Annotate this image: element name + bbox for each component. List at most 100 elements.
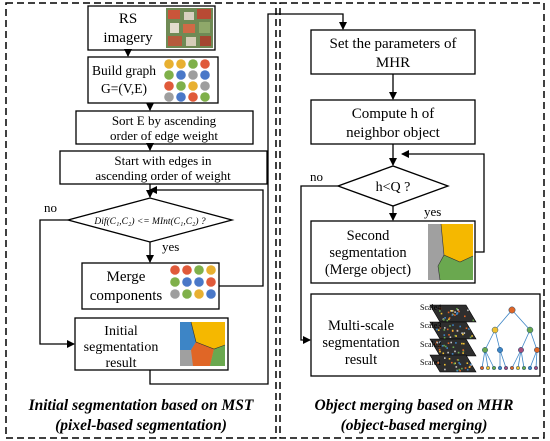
- graph-dot: [188, 81, 198, 91]
- graph-dot: [182, 277, 192, 287]
- graph-dot: [200, 70, 210, 80]
- second-seg-label-1: Second: [347, 228, 390, 244]
- rs-imagery-node: RS imagery: [87, 5, 216, 51]
- layer-speckle: [457, 309, 459, 311]
- start-edges-label-1: Start with edges in: [114, 153, 212, 168]
- graph-dot: [200, 81, 210, 91]
- layer-speckle: [435, 343, 437, 345]
- left-decision-label: Dif(C₁,C₂) <= MInt(C₁,C₂) ?: [93, 216, 206, 227]
- tree-edge: [520, 329, 531, 351]
- graph-dot: [182, 289, 192, 299]
- tree-edge: [529, 349, 538, 369]
- compute-h-label-2: neighbor object: [346, 125, 441, 141]
- graph-dot: [176, 92, 186, 102]
- arrow-initial-to-mhr: [149, 13, 347, 385]
- scale1-label: Scale1: [420, 358, 441, 367]
- layer-speckle: [447, 342, 450, 344]
- tree-node: [526, 326, 534, 334]
- layer-speckle: [456, 313, 458, 315]
- layer-speckle: [444, 363, 446, 366]
- tree-edge: [517, 349, 522, 369]
- layer-speckle: [455, 366, 458, 368]
- layer-speckle: [464, 315, 466, 318]
- left-connectors: [39, 13, 347, 385]
- layer-speckle: [438, 345, 440, 348]
- tree-node: [491, 326, 499, 334]
- graph-dot: [188, 59, 198, 69]
- layer-speckle: [462, 333, 464, 336]
- graph-dot: [164, 59, 174, 69]
- layer-speckle: [439, 307, 442, 310]
- initial-result-label-2: segmentation: [84, 340, 159, 355]
- layer-speckle: [445, 345, 447, 348]
- layer-speckle: [446, 328, 449, 331]
- arrow-second-loop-back: [401, 150, 485, 253]
- left-caption-line2: (pixel-based segmentation): [55, 417, 227, 434]
- layer-speckle: [454, 314, 456, 316]
- layer-speckle: [439, 350, 441, 353]
- right-panel-frame: [279, 2, 545, 439]
- tree-edge: [484, 349, 495, 369]
- arrow-no-to-initial: [39, 219, 75, 348]
- tree-node: [527, 365, 533, 371]
- scale2-label: Scale2: [420, 340, 441, 349]
- layer-speckle: [451, 361, 453, 364]
- layer-speckle: [456, 369, 459, 372]
- scale4-layer: [429, 304, 477, 323]
- second-seg-label-2: segmentation: [329, 245, 407, 261]
- layer-speckle: [457, 351, 460, 354]
- layer-speckle: [465, 327, 468, 329]
- layer-speckle: [466, 362, 469, 364]
- layer-speckle: [439, 326, 442, 329]
- layer-speckle: [457, 359, 460, 361]
- set-params-label-1: Set the parameters of: [329, 36, 456, 52]
- initial-segmentation-map: [180, 321, 226, 366]
- build-graph-label-1: Build graph: [92, 63, 156, 78]
- right-caption-line1: Object merging based on MHR: [315, 397, 514, 414]
- layer-speckle: [458, 368, 461, 371]
- graph-dot: [188, 70, 198, 80]
- scale-layer-stack: Scale4 Scale3 Scale2 Scale1: [420, 303, 477, 373]
- graph-dot: [164, 70, 174, 80]
- graph-dot: [164, 92, 174, 102]
- layer-speckle: [459, 363, 462, 366]
- right-caption-line2: (object-based merging): [341, 417, 488, 434]
- left-yes-label: yes: [162, 239, 179, 254]
- layer-speckle: [456, 330, 459, 332]
- layer-speckle: [455, 335, 457, 337]
- layer-speckle: [454, 334, 457, 337]
- second-seg-label-3: (Merge object): [325, 262, 411, 278]
- multiscale-label-1: Multi-scale: [328, 318, 394, 334]
- tree-node: [521, 365, 527, 371]
- arrow-merge-loop-back: [149, 186, 264, 287]
- layer-speckle: [446, 347, 448, 349]
- sort-edges-node: Sort E by ascending order of edge weight: [75, 110, 254, 145]
- layer-speckle: [466, 368, 469, 371]
- layer-speckle: [471, 335, 473, 337]
- layer-speckle: [458, 362, 460, 364]
- layer-speckle: [448, 358, 451, 360]
- layer-speckle: [448, 318, 450, 321]
- layer-speckle: [437, 362, 439, 364]
- layer-speckles: [435, 307, 475, 372]
- layer-speckle: [463, 342, 465, 345]
- layer-speckle: [443, 336, 446, 339]
- tree-edge: [481, 349, 486, 369]
- tree-edge: [484, 329, 496, 351]
- layer-speckle: [462, 352, 464, 354]
- left-no-label: no: [44, 200, 57, 215]
- layer-speckle: [451, 353, 454, 355]
- layer-speckle: [464, 367, 467, 369]
- right-connectors: [300, 74, 485, 344]
- arrow-no-to-multiscale: [300, 185, 338, 344]
- layer-speckle: [437, 329, 440, 331]
- build-graph-label-2: G=(V,E): [101, 81, 147, 96]
- layer-speckle: [469, 336, 472, 339]
- tree-edge: [511, 349, 522, 369]
- layer-speckle: [461, 332, 463, 334]
- graph-dot: [176, 70, 186, 80]
- layer-speckle: [467, 309, 469, 312]
- layer-speckle: [472, 319, 475, 322]
- sort-edges-label-1: Sort E by ascending: [112, 113, 217, 128]
- layer-speckle: [447, 311, 450, 314]
